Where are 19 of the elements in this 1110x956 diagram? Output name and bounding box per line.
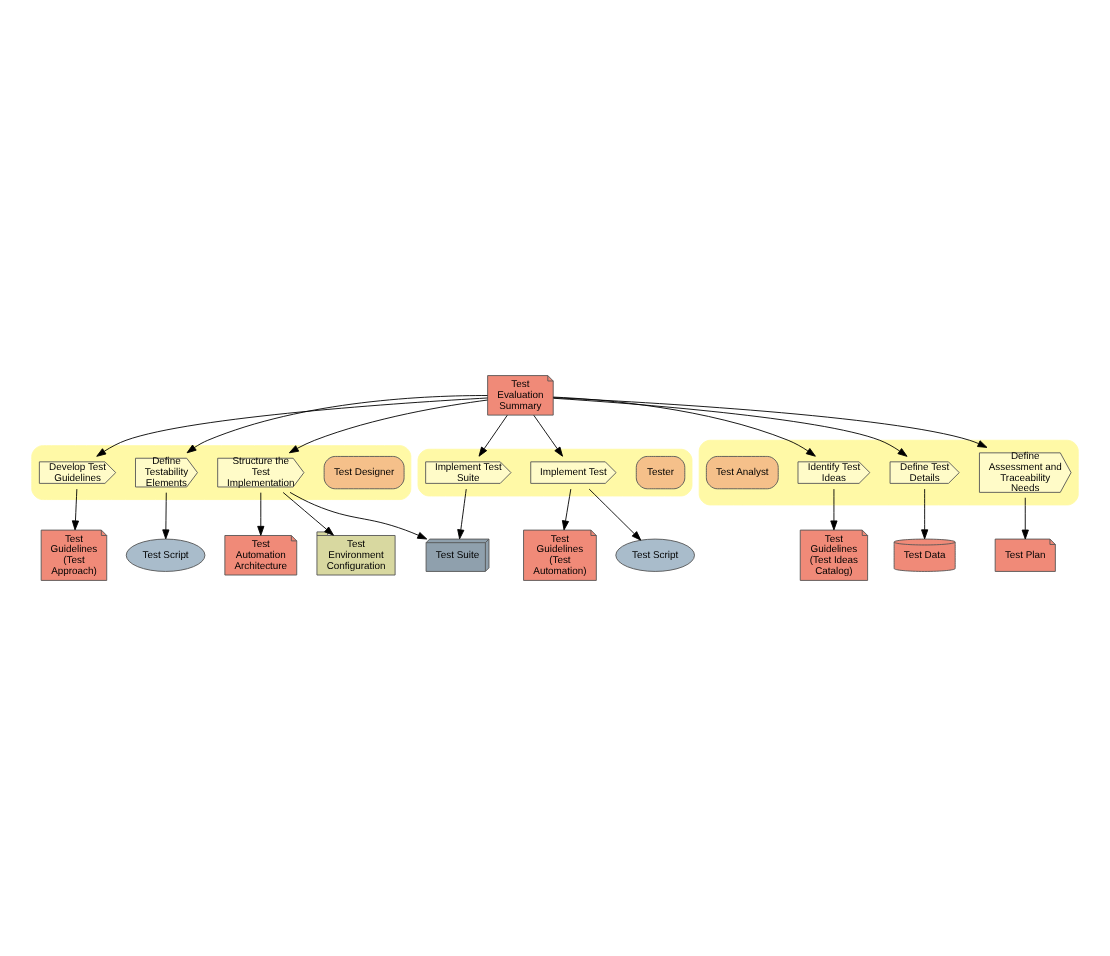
arrow (561, 488, 572, 531)
arrow (288, 399, 488, 454)
arrow (289, 491, 428, 540)
arrow (552, 396, 816, 457)
arrow (186, 395, 488, 454)
arrow (588, 488, 642, 541)
arrow (921, 488, 929, 540)
arrow (533, 414, 563, 457)
arrow (552, 397, 988, 448)
arrow (1021, 497, 1029, 540)
arrow (830, 488, 838, 531)
arrow (282, 492, 334, 536)
arrow (478, 414, 508, 457)
arrow (162, 492, 170, 540)
arrow (257, 492, 265, 536)
arrow (96, 397, 489, 457)
arrow (553, 397, 908, 457)
arrow (457, 488, 467, 540)
arrow (71, 488, 80, 531)
